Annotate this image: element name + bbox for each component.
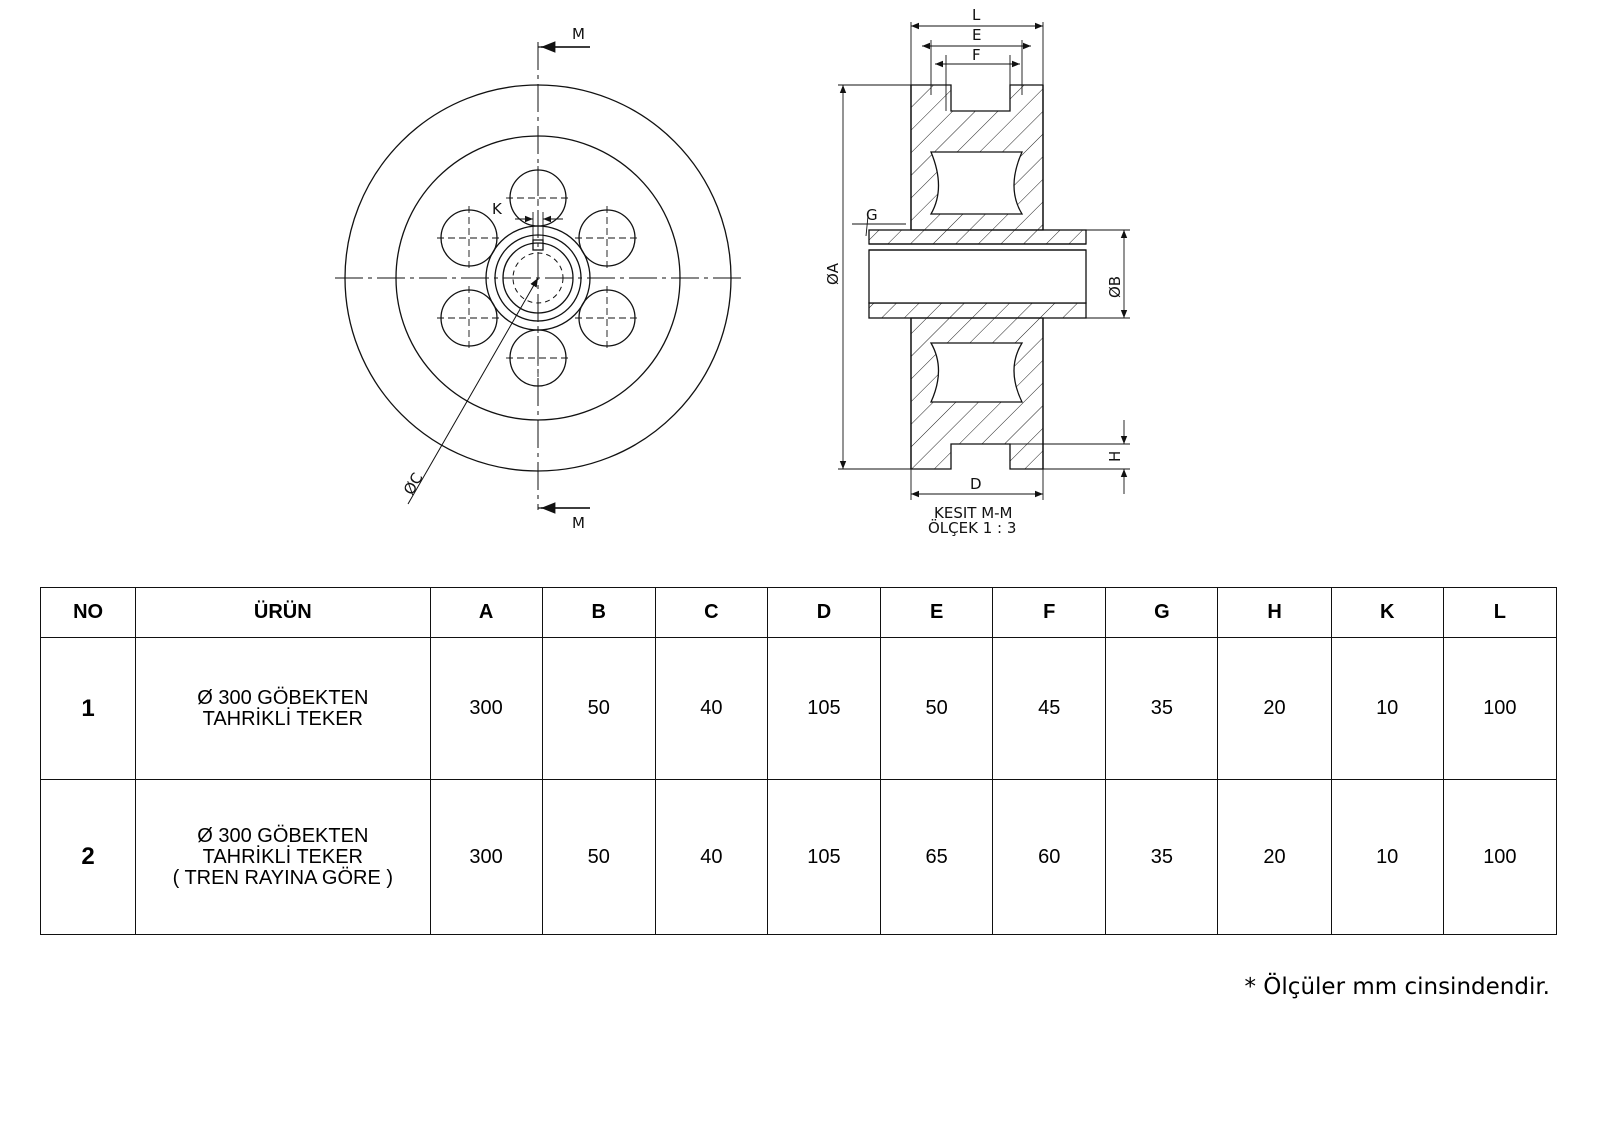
header-a: A <box>429 587 543 638</box>
top-web <box>929 151 1024 215</box>
header-product: ÜRÜN <box>135 587 431 638</box>
header-g: G <box>1105 587 1219 638</box>
dim-h-label: H <box>1106 451 1124 462</box>
header-no: NO <box>39 587 137 638</box>
cell-h: 20 <box>1217 637 1332 780</box>
cell-h: 20 <box>1217 779 1332 935</box>
cell-e: 50 <box>880 637 994 780</box>
header-h: H <box>1217 587 1332 638</box>
header-c: C <box>654 587 768 638</box>
cell-a: 300 <box>429 779 543 935</box>
row-product: Ø 300 GÖBEKTEN TAHRİKLİ TEKER ( TREN RAY… <box>135 779 431 935</box>
table-header-row: NO ÜRÜN A B C D E F G H K L <box>39 587 1558 638</box>
dim-g-label: G <box>866 206 878 224</box>
row-product: Ø 300 GÖBEKTEN TAHRİKLİ TEKER <box>135 637 431 780</box>
table-row: 2 Ø 300 GÖBEKTEN TAHRİKLİ TEKER ( TREN R… <box>39 779 1558 935</box>
technical-drawing: M M K ØC <box>335 6 1130 537</box>
dim-e-label: E <box>972 26 981 44</box>
cell-k: 10 <box>1330 637 1444 780</box>
bottom-web <box>929 342 1024 403</box>
cell-a: 300 <box>429 637 543 780</box>
bore-circle <box>502 242 574 314</box>
outer-rim-circle <box>344 84 732 472</box>
keyway <box>532 239 544 251</box>
section-mark-top: M <box>572 25 585 43</box>
dim-l-label: L <box>972 6 981 24</box>
header-k: K <box>1330 587 1444 638</box>
section-title: KESIT M-M <box>934 504 1013 522</box>
dim-f-label: F <box>972 46 981 64</box>
row-no: 2 <box>39 779 137 935</box>
cell-g: 35 <box>1105 637 1219 780</box>
section-mark-bottom: M <box>572 514 585 532</box>
product-line: TAHRİKLİ TEKER <box>202 845 364 868</box>
cell-g: 35 <box>1105 779 1219 935</box>
dim-d-label: D <box>970 475 982 493</box>
units-footnote: * Ölçüler mm cinsindendir. <box>1244 974 1551 1000</box>
front-view <box>335 41 742 514</box>
product-line: ( TREN RAYINA GÖRE ) <box>172 866 394 889</box>
cell-f: 45 <box>992 637 1107 780</box>
bore-hidden-circle <box>512 252 564 304</box>
cell-c: 40 <box>654 637 768 780</box>
cell-b: 50 <box>541 637 656 780</box>
header-l: L <box>1442 587 1558 638</box>
dim-c-label: ØC <box>400 470 427 498</box>
shaft-bore <box>868 249 1087 304</box>
disc-circle <box>395 135 681 421</box>
header-f: F <box>992 587 1107 638</box>
product-line: Ø 300 GÖBEKTEN <box>197 686 369 709</box>
cell-k: 10 <box>1330 779 1444 935</box>
dim-a-label: ØA <box>824 262 842 285</box>
cell-l: 100 <box>1442 779 1558 935</box>
hub-bottom-section <box>868 302 1087 319</box>
section-view <box>868 84 1087 470</box>
product-line: TAHRİKLİ TEKER <box>202 707 364 730</box>
cell-d: 105 <box>766 779 882 935</box>
header-d: D <box>766 587 882 638</box>
dimension-table: NO ÜRÜN A B C D E F G H K L 1 Ø 300 GÖBE… <box>39 587 1558 935</box>
cell-e: 65 <box>880 779 994 935</box>
hub-top-section <box>868 229 1087 245</box>
cell-d: 105 <box>766 637 882 780</box>
cell-c: 40 <box>654 779 768 935</box>
cell-l: 100 <box>1442 637 1558 780</box>
table-row: 1 Ø 300 GÖBEKTEN TAHRİKLİ TEKER 300 50 4… <box>39 637 1558 780</box>
hub-inner-circle <box>494 234 582 322</box>
header-e: E <box>880 587 994 638</box>
product-line: Ø 300 GÖBEKTEN <box>197 824 369 847</box>
section-dimensions <box>838 22 1130 500</box>
header-b: B <box>541 587 656 638</box>
cell-b: 50 <box>541 779 656 935</box>
row-no: 1 <box>39 637 137 780</box>
dim-k-label: K <box>492 200 503 218</box>
dim-b-label: ØB <box>1106 276 1124 298</box>
cell-f: 60 <box>992 779 1107 935</box>
section-scale: ÖLÇEK 1 : 3 <box>928 518 1016 537</box>
